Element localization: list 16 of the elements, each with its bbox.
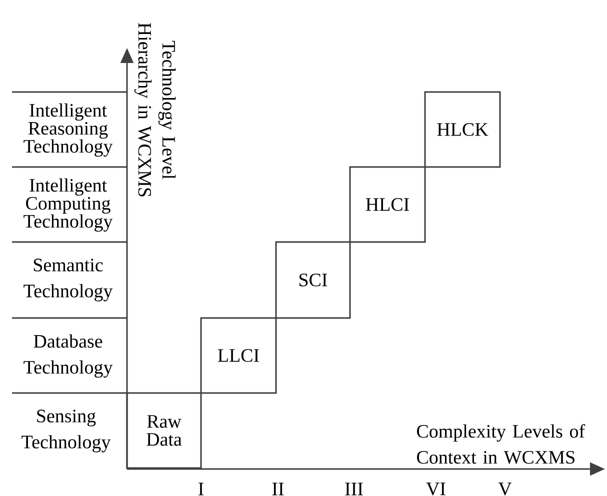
row-label: Database Technology bbox=[24, 334, 113, 378]
level-box: Raw Data bbox=[126, 392, 202, 469]
row-label: Semantic Technology bbox=[24, 258, 113, 302]
tick-label: II bbox=[272, 482, 284, 496]
tick-label: V bbox=[498, 482, 512, 496]
axis-title: Complexity Levels of Context in WCXMS bbox=[417, 424, 586, 464]
row-label: Intelligent Reasoning Technology bbox=[24, 103, 113, 157]
level-box: HLCK bbox=[424, 91, 501, 168]
axis-title: Technology Level Hierarchy in WCXMS bbox=[134, 22, 176, 196]
level-box: HLCI bbox=[349, 166, 426, 243]
tick-label: VI bbox=[426, 482, 446, 496]
level-box: SCI bbox=[275, 241, 351, 319]
tick-label: III bbox=[345, 482, 363, 496]
row-label: Intelligent Computing Technology bbox=[24, 178, 113, 232]
level-box: LLCI bbox=[200, 317, 277, 394]
tick-label: I bbox=[198, 482, 204, 496]
